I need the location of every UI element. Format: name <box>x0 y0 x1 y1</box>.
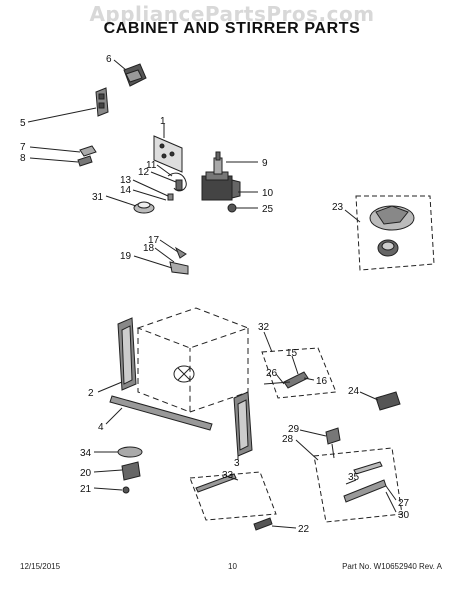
callout-12: 12 <box>138 167 150 178</box>
callout-17: 17 <box>148 235 160 246</box>
callout-6: 6 <box>106 54 112 65</box>
callout-5: 5 <box>20 118 26 129</box>
page-title: CABINET AND STIRRER PARTS <box>103 20 361 37</box>
callout-10: 10 <box>262 188 274 199</box>
callout-20: 20 <box>80 468 92 479</box>
callout-29: 29 <box>288 424 300 435</box>
callout-7: 7 <box>20 142 26 153</box>
callout-28: 28 <box>282 434 294 445</box>
callout-31: 31 <box>92 192 104 203</box>
part-10-drawing <box>201 151 241 201</box>
callout-8: 8 <box>20 153 26 164</box>
callout-3: 3 <box>234 458 240 469</box>
callout-33: 33 <box>222 470 234 481</box>
footer-page-number: 10 <box>228 562 237 571</box>
callout-35: 35 <box>348 472 360 483</box>
callout-4: 4 <box>98 422 104 433</box>
tray-assembly-drawing <box>313 427 403 523</box>
callout-26: 26 <box>266 368 278 379</box>
callout-18: 18 <box>143 243 155 254</box>
part-5-drawing <box>95 87 109 117</box>
callout-14: 14 <box>120 185 132 196</box>
callout-23: 23 <box>332 202 344 213</box>
callout-30: 30 <box>398 510 410 521</box>
part-2-drawing <box>117 317 137 391</box>
callout-22: 22 <box>298 524 310 535</box>
part-3-drawing <box>233 391 253 457</box>
callout-15: 15 <box>286 348 298 359</box>
footer-date: 12/15/2015 <box>20 562 61 571</box>
callout-9: 9 <box>262 158 268 169</box>
cabinet-outline-drawing <box>136 307 250 413</box>
watermark: AppliancePartsPros.com <box>89 2 375 26</box>
callout-11: 11 <box>146 160 157 171</box>
callout-16: 16 <box>316 376 328 387</box>
part-33-drawing <box>189 471 277 521</box>
callout-2: 2 <box>88 388 94 399</box>
part-6-drawing <box>123 63 147 87</box>
footer-part-number: Part No. W10652940 Rev. A <box>342 562 442 571</box>
part-23-drawing <box>355 195 435 271</box>
callout-13: 13 <box>120 175 132 186</box>
callout-32: 32 <box>258 322 270 333</box>
callout-24: 24 <box>348 386 360 397</box>
callout-19: 19 <box>120 251 132 262</box>
callout-21: 21 <box>80 484 92 495</box>
callout-27: 27 <box>398 498 410 509</box>
callout-25: 25 <box>262 204 274 215</box>
callout-1: 1 <box>160 116 166 127</box>
part-1-drawing <box>153 135 183 173</box>
callout-34: 34 <box>80 448 92 459</box>
part-32-drawing <box>261 347 337 399</box>
